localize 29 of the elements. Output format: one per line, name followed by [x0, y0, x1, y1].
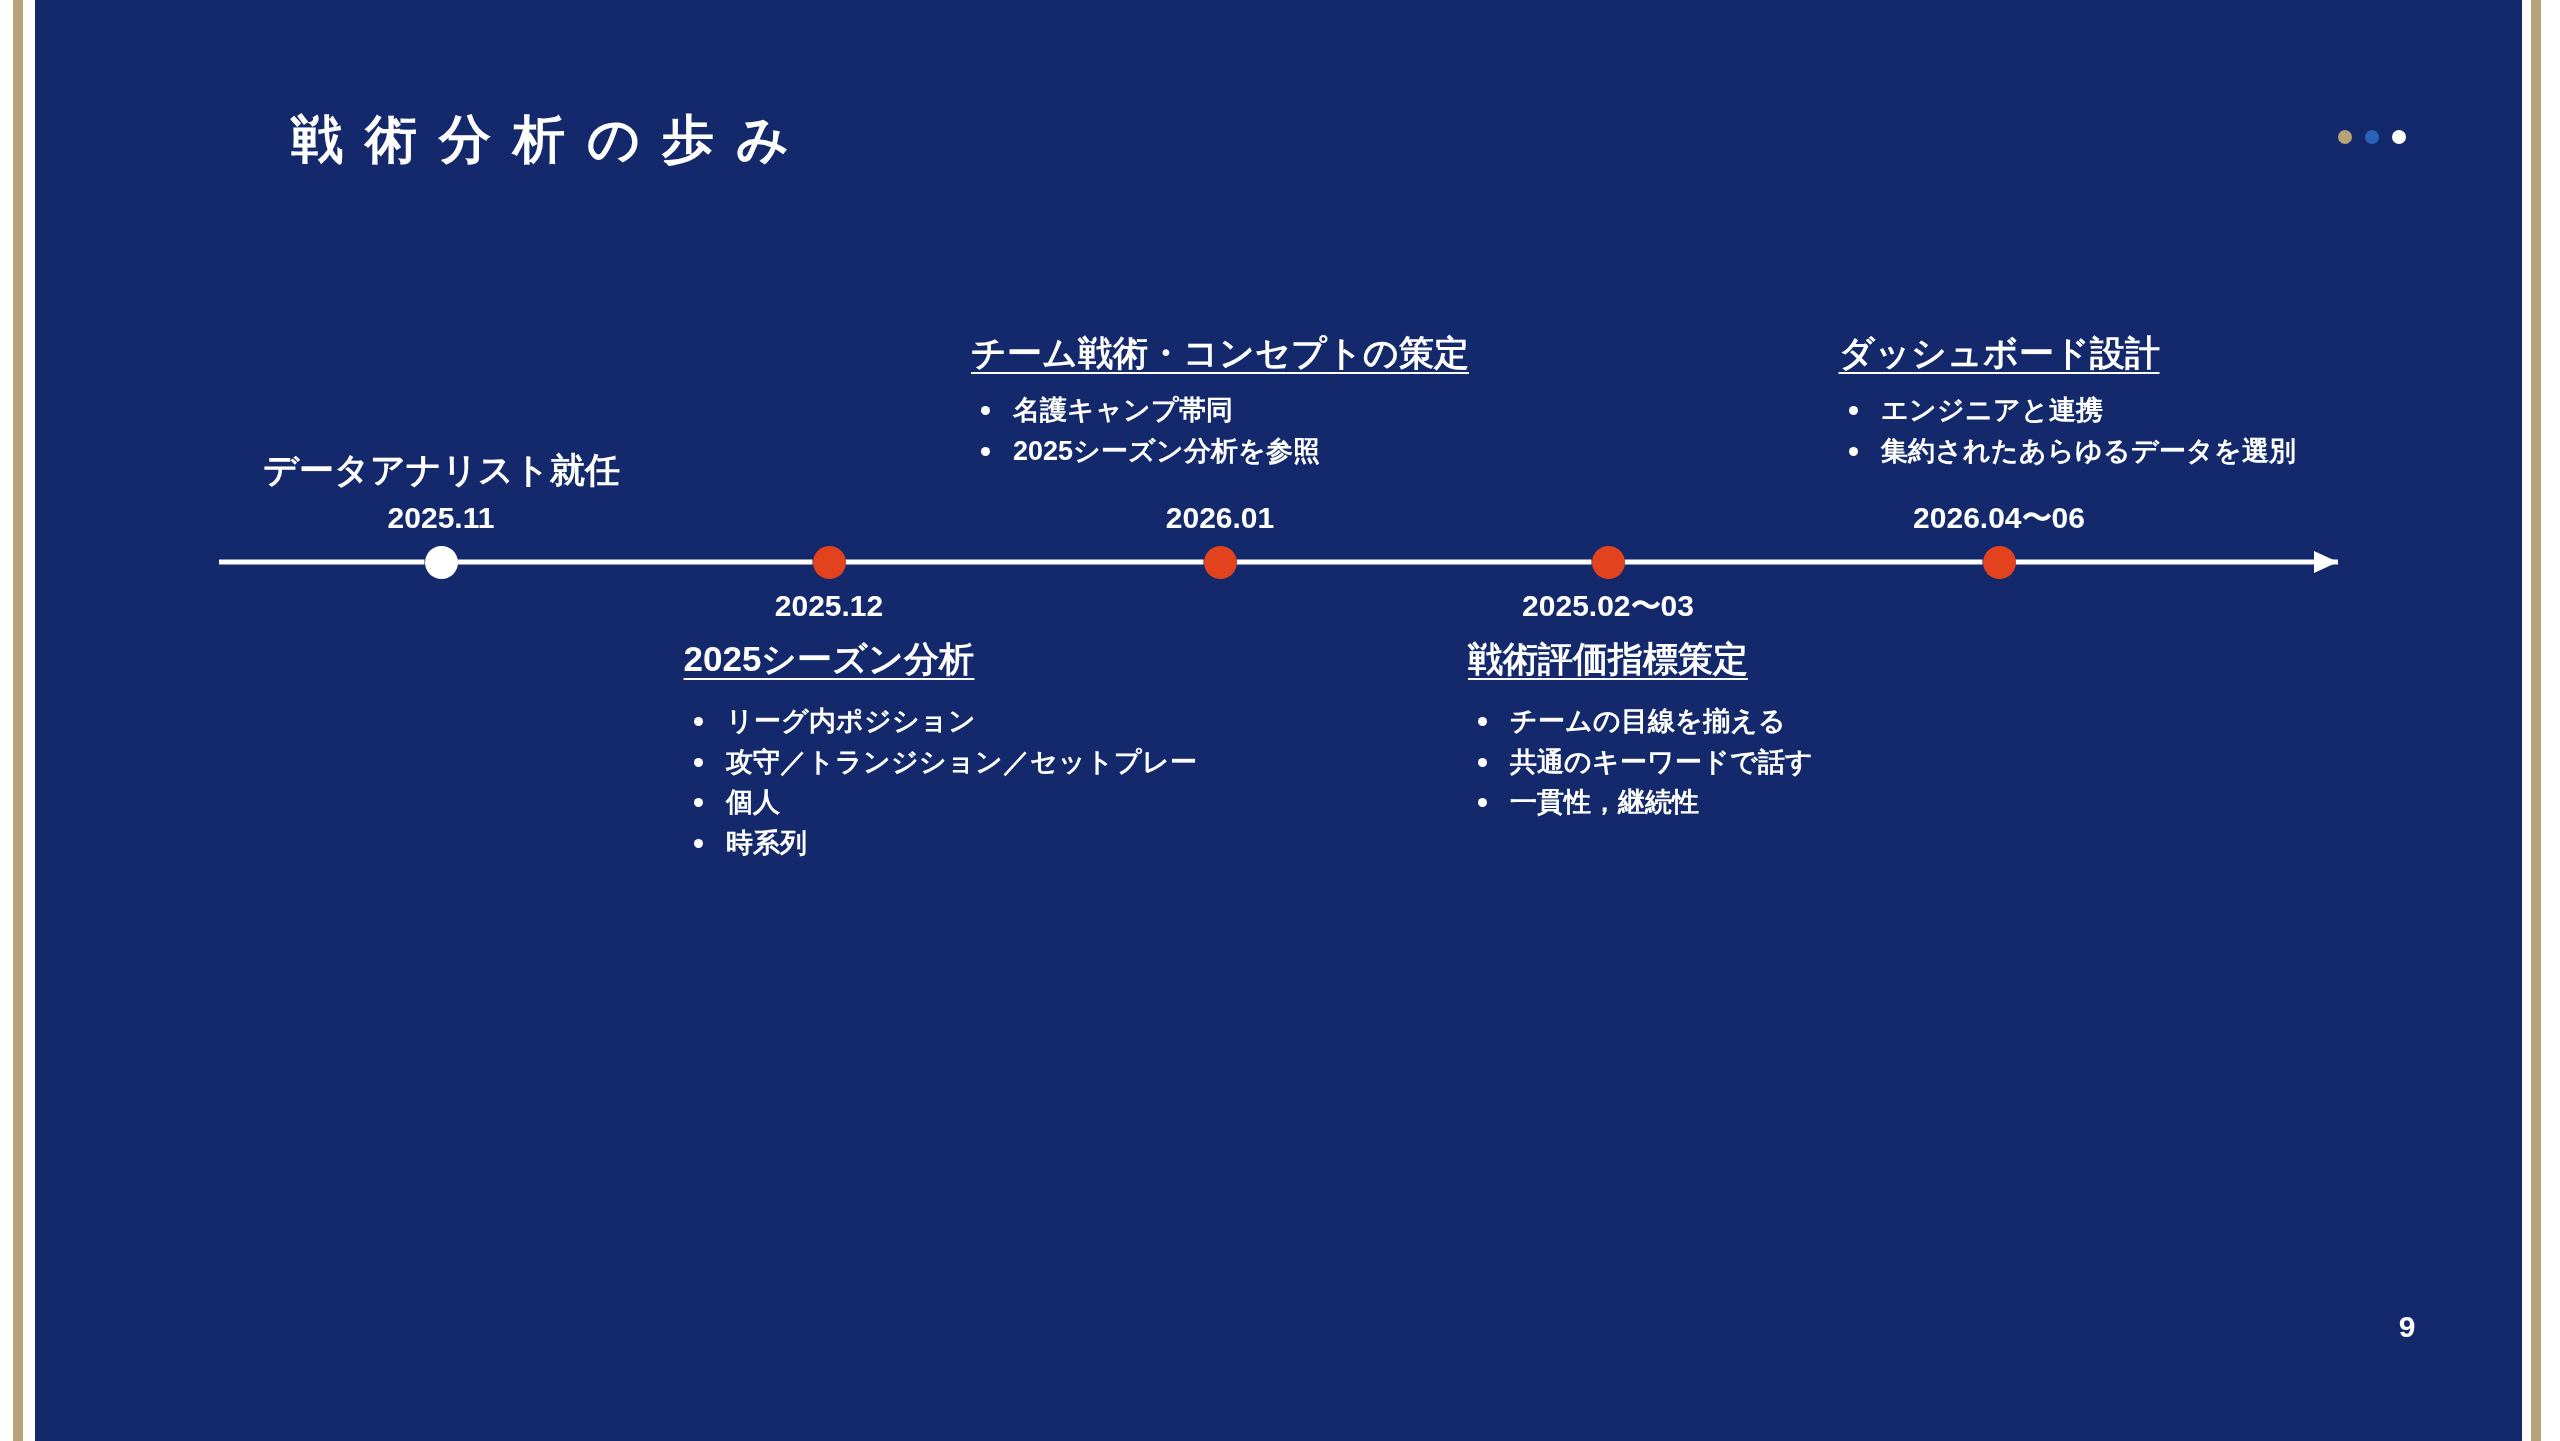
timeline-line [1624, 559, 1983, 565]
milestone-heading: データアナリスト就任 [262, 449, 620, 491]
list-item: 共通のキーワードで話す [1510, 745, 1813, 779]
list-item: 一貫性，継続性 [1510, 786, 1699, 819]
timeline-line [845, 559, 1204, 565]
list-item: エンジニアと連携 [1880, 394, 2103, 427]
timeline-line [457, 559, 813, 565]
list-item: 名護キャンプ帯同 [1013, 394, 1233, 427]
date-label: 2025.02〜03 [1522, 588, 1694, 624]
date-label: 2026.01 [1165, 500, 1275, 536]
milestone-heading: チーム戦術・コンセプトの策定 [971, 332, 1469, 374]
list-item: 攻守／トランジション／セットプレー [725, 745, 1197, 779]
timeline-arrow [2015, 551, 2338, 573]
milestone-heading: 2025シーズン分析 [683, 638, 975, 680]
timeline-line [1236, 559, 1592, 565]
list-item: 集約されたあらゆるデータを選別 [1880, 435, 2296, 468]
list-item: 時系列 [725, 826, 807, 860]
slide-title: 戦術分析の歩み [291, 109, 811, 170]
list-item: 個人 [725, 786, 780, 819]
list-item: リーグ内ポジション [725, 705, 976, 738]
milestone-heading: 戦術評価指標策定 [1468, 638, 1748, 680]
list-item: チームの目線を揃える [1510, 705, 1786, 738]
page-number: 9 [2398, 1309, 2416, 1345]
list-item: 2025シーズン分析を参照 [1013, 435, 1321, 468]
date-label: 2025.12 [774, 588, 884, 624]
date-label: 2025.11 [387, 500, 495, 536]
date-label: 2026.04〜06 [1913, 500, 2085, 536]
timeline-line [219, 559, 425, 565]
milestone-heading: ダッシュボード設計 [1838, 332, 2160, 374]
